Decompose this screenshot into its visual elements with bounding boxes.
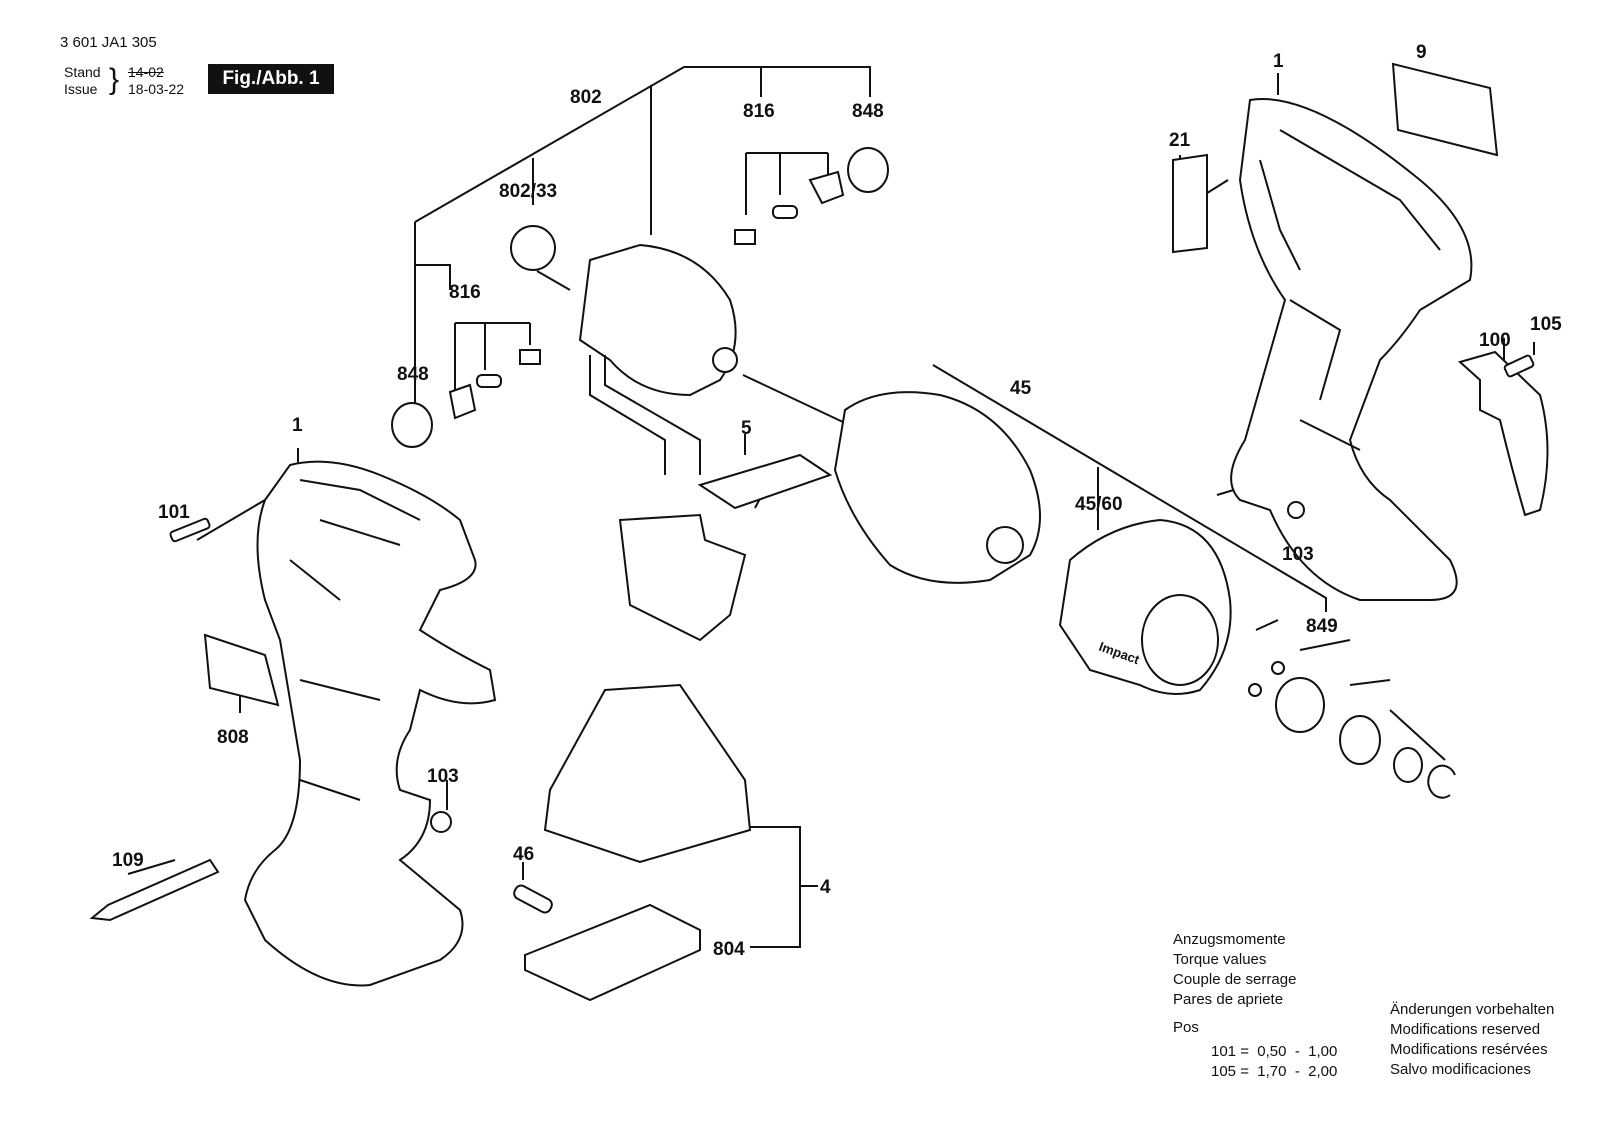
bracket-849 [1255,619,1446,761]
issue-date: 18-03-22 [128,81,185,97]
bracket-816-top [745,152,829,215]
bracket-4 [750,826,818,948]
label-816-top: 816 [743,101,775,122]
revision-block: Stand 14-02 Issue 18-03-22 } [64,64,184,98]
label-802-33: 802/33 [499,181,557,202]
label-105: 105 [1530,314,1562,335]
torque-title-en: Torque values [1173,951,1267,968]
label-1-left: 1 [292,415,303,436]
label-816-left: 816 [449,282,481,303]
motor-shaft-pinion [712,347,738,373]
label-103-left: 103 [427,766,459,787]
part-number: 3 601 JA1 305 [60,34,157,51]
label-45: 45 [1010,378,1032,399]
label-5: 5 [741,418,752,439]
motor-802 [578,243,737,397]
label-45-60: 45/60 [1075,494,1123,515]
label-848-left: 848 [397,364,429,385]
torque-value-101: 101 = 0,50 - 1,00 [1211,1043,1338,1060]
label-103-right: 103 [1282,544,1314,565]
label-101: 101 [158,502,190,523]
bracket-45 [932,364,1327,612]
spring-46 [513,884,553,914]
label-100: 100 [1479,330,1511,351]
label-9: 9 [1416,42,1427,63]
label-109: 109 [112,850,144,871]
torque-title-de: Anzugsmomente [1173,931,1286,948]
torque-value-105: 105 = 1,70 - 2,00 [1211,1063,1338,1080]
spring-top [772,205,798,219]
notice-en: Modifications reserved [1390,1021,1541,1038]
stand-date-old: 14-02 [128,64,164,80]
modifications-notice: Änderungen vorbehalten Modifications res… [1390,1000,1554,1080]
brush-holder-left [448,383,477,420]
slider-5 [697,453,833,510]
notice-de: Änderungen vorbehalten [1390,1001,1555,1018]
o-ring-802-33 [510,225,556,271]
figure-badge: Fig./Abb. 1 [208,64,334,94]
battery-interface-4 [543,683,752,864]
stand-label: Stand [64,64,101,80]
label-4: 4 [820,877,831,898]
label-21: 21 [1169,130,1191,151]
switch [618,513,747,642]
housing-left [243,460,497,987]
carbon-brush-left [519,349,541,365]
ball-849-b [1248,683,1262,697]
notice-fr: Modifications resérvées [1390,1041,1548,1058]
screw-101 [169,517,211,543]
circlip-849 [1427,764,1456,799]
torque-title-fr: Couple de serrage [1173,971,1297,988]
belt-clip-100 [1457,350,1549,517]
label-plate-21 [1172,153,1208,254]
housing-right-detail [1259,129,1441,451]
label-849: 849 [1306,616,1338,637]
spring-left [476,374,502,388]
nut-103-left [430,811,452,833]
bit-109 [89,858,220,922]
pos-label: Pos [1173,1019,1199,1036]
ball-849-a [1271,661,1285,675]
brace-icon: } [109,63,120,96]
spring-849 [1339,715,1381,765]
housing-left-detail [289,479,421,801]
label-plate-9 [1391,62,1499,157]
label-46: 46 [513,844,534,865]
carbon-brush-top [734,229,756,245]
brush-cap-848-left [391,402,433,448]
torque-title-es: Pares de apriete [1173,991,1284,1008]
label-804: 804 [713,939,745,960]
label-plate-808 [203,633,280,707]
contact-plate-804 [524,903,701,1002]
motor-wires [589,355,701,475]
screw-105 [1503,354,1535,378]
label-808: 808 [217,727,249,748]
label-802: 802 [570,87,602,108]
housing-right [1230,98,1473,601]
notice-es: Salvo modificaciones [1390,1061,1531,1078]
front-cover-opening [1141,594,1219,686]
brush-holder-top [808,170,845,205]
issue-label: Issue [64,81,98,97]
bracket-816-left [454,322,531,395]
washer-849 [1393,747,1423,783]
brush-cap-848-top [847,147,889,193]
sleeve-849 [1275,677,1325,733]
label-848-top: 848 [852,101,884,122]
label-1-right: 1 [1273,51,1284,72]
anvil-socket [986,526,1024,564]
nut-103-right [1287,501,1305,519]
torque-values-block: Anzugsmomente Torque values Couple de se… [1173,930,1337,1082]
